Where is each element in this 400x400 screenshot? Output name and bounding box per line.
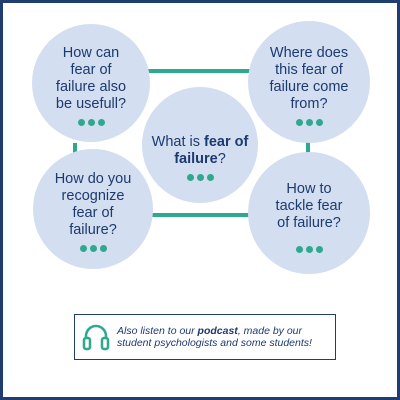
more-dots-icon — [77, 118, 105, 126]
bubble-usefulness[interactable]: How can fear of failure also be usefull? — [32, 24, 150, 142]
more-dots-icon — [79, 244, 107, 252]
podcast-text: Also listen to our podcast, made by our … — [117, 325, 335, 349]
bubble-what-is[interactable]: What is fear of failure? — [142, 87, 258, 203]
bubble-usefulness-text: How can fear of failure also be usefull? — [55, 44, 127, 112]
more-dots-icon — [186, 174, 214, 181]
bubble-what-is-text: What is fear of failure? — [142, 117, 258, 168]
bubble-tackle-text: How to tackle fear of failure? — [275, 181, 343, 231]
bubble-recognize-text: How do you recognize fear of failure? — [54, 170, 132, 238]
center-bold: fear of failure — [174, 134, 249, 167]
bubble-origin-text: Where does this fear of failure come fro… — [269, 44, 349, 112]
connector-top — [143, 69, 255, 73]
bubble-tackle[interactable]: How to tackle fear of failure? — [248, 152, 370, 274]
bubble-origin[interactable]: Where does this fear of failure come fro… — [248, 21, 370, 143]
podcast-suffix: , made by our student psychologists and … — [117, 325, 312, 349]
podcast-callout[interactable]: Also listen to our podcast, made by our … — [74, 314, 336, 360]
bubble-recognize[interactable]: How do you recognize fear of failure? — [33, 149, 153, 269]
more-dots-icon — [295, 246, 323, 253]
center-suffix: ? — [217, 151, 226, 167]
podcast-prefix: Also listen to our — [117, 325, 198, 337]
center-prefix: What is — [151, 134, 205, 150]
more-dots-icon — [295, 118, 323, 126]
headphones-icon — [75, 315, 117, 359]
podcast-bold[interactable]: podcast — [197, 325, 238, 337]
connector-bottom — [148, 213, 253, 217]
